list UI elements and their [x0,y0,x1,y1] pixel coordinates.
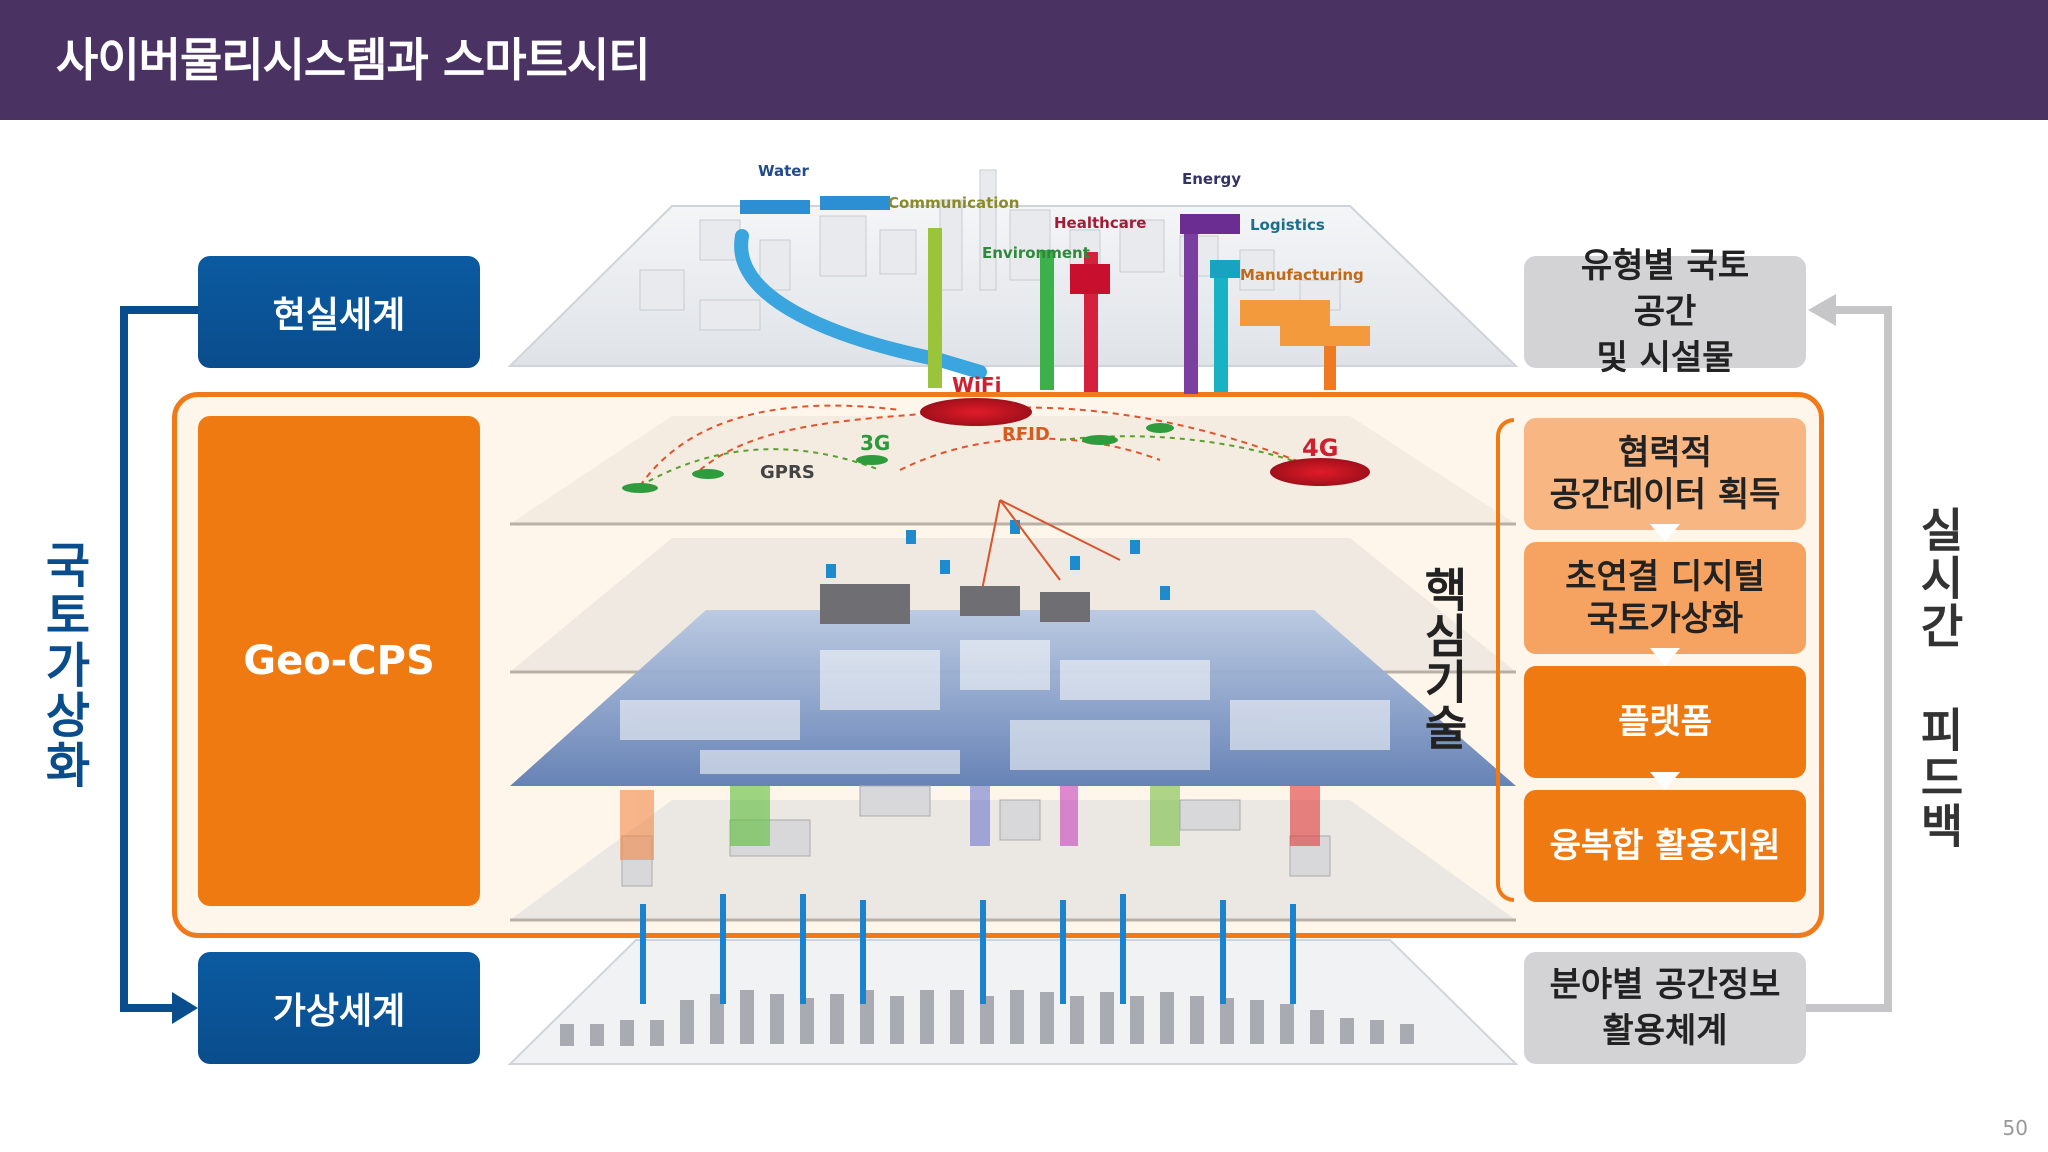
header-bar: 사이버물리시스템과 스마트시티 [0,0,2048,120]
realtime-feedback-label: 실시간 피드백 [1912,506,1966,850]
step-convergence-support: 융복합 활용지원 [1524,790,1806,902]
virtual-grid-layer [507,894,1519,1065]
step-data-acquisition: 협력적 공간데이터 획득 [1524,418,1806,530]
label-rfid: RFID [1002,424,1050,445]
page-title: 사이버물리시스템과 스마트시티 [56,33,650,87]
core-tech-bracket [1496,418,1514,902]
left-flow-arrow [120,306,198,1024]
label-energy: Energy [1182,170,1241,188]
spatial-info-system-box: 분야별 공간정보 활용체계 [1524,952,1806,1064]
real-world-box: 현실세계 [198,256,480,368]
core-technology-label: 핵심기술 [1416,566,1470,750]
network-layer [510,398,1516,526]
label-logistics: Logistics [1250,216,1325,234]
page-number: 50 [2002,1116,2028,1140]
label-communication: Communication [888,194,1019,212]
land-facilities-box: 유형별 국토 공간 및 시설물 [1524,246,1806,378]
label-environment: Environment [982,244,1090,262]
label-3g: 3G [860,431,890,455]
label-4g: 4G [1302,434,1338,462]
geo-cps-box: Geo-CPS [198,416,480,906]
data-layer [510,785,1516,922]
label-wifi: WiFi [952,373,1001,397]
step-arrow-down-icon [1650,772,1680,790]
step-arrow-down-icon [1650,524,1680,542]
label-water: Water [758,162,809,180]
step-platform: 플랫폼 [1524,666,1806,778]
virtual-world-box: 가상세계 [198,952,480,1064]
step-arrow-down-icon [1650,648,1680,666]
label-gprs: GPRS [760,462,815,483]
map-layer [510,584,1516,786]
label-healthcare: Healthcare [1054,214,1146,232]
top-city-layer [507,169,1519,394]
label-manufacturing: Manufacturing [1240,266,1364,284]
right-feedback-arrow [1806,294,1892,1012]
land-virtualization-label: 국토가상화 [35,540,91,790]
step-digital-virtualization: 초연결 디지털 국토가상화 [1524,542,1806,654]
